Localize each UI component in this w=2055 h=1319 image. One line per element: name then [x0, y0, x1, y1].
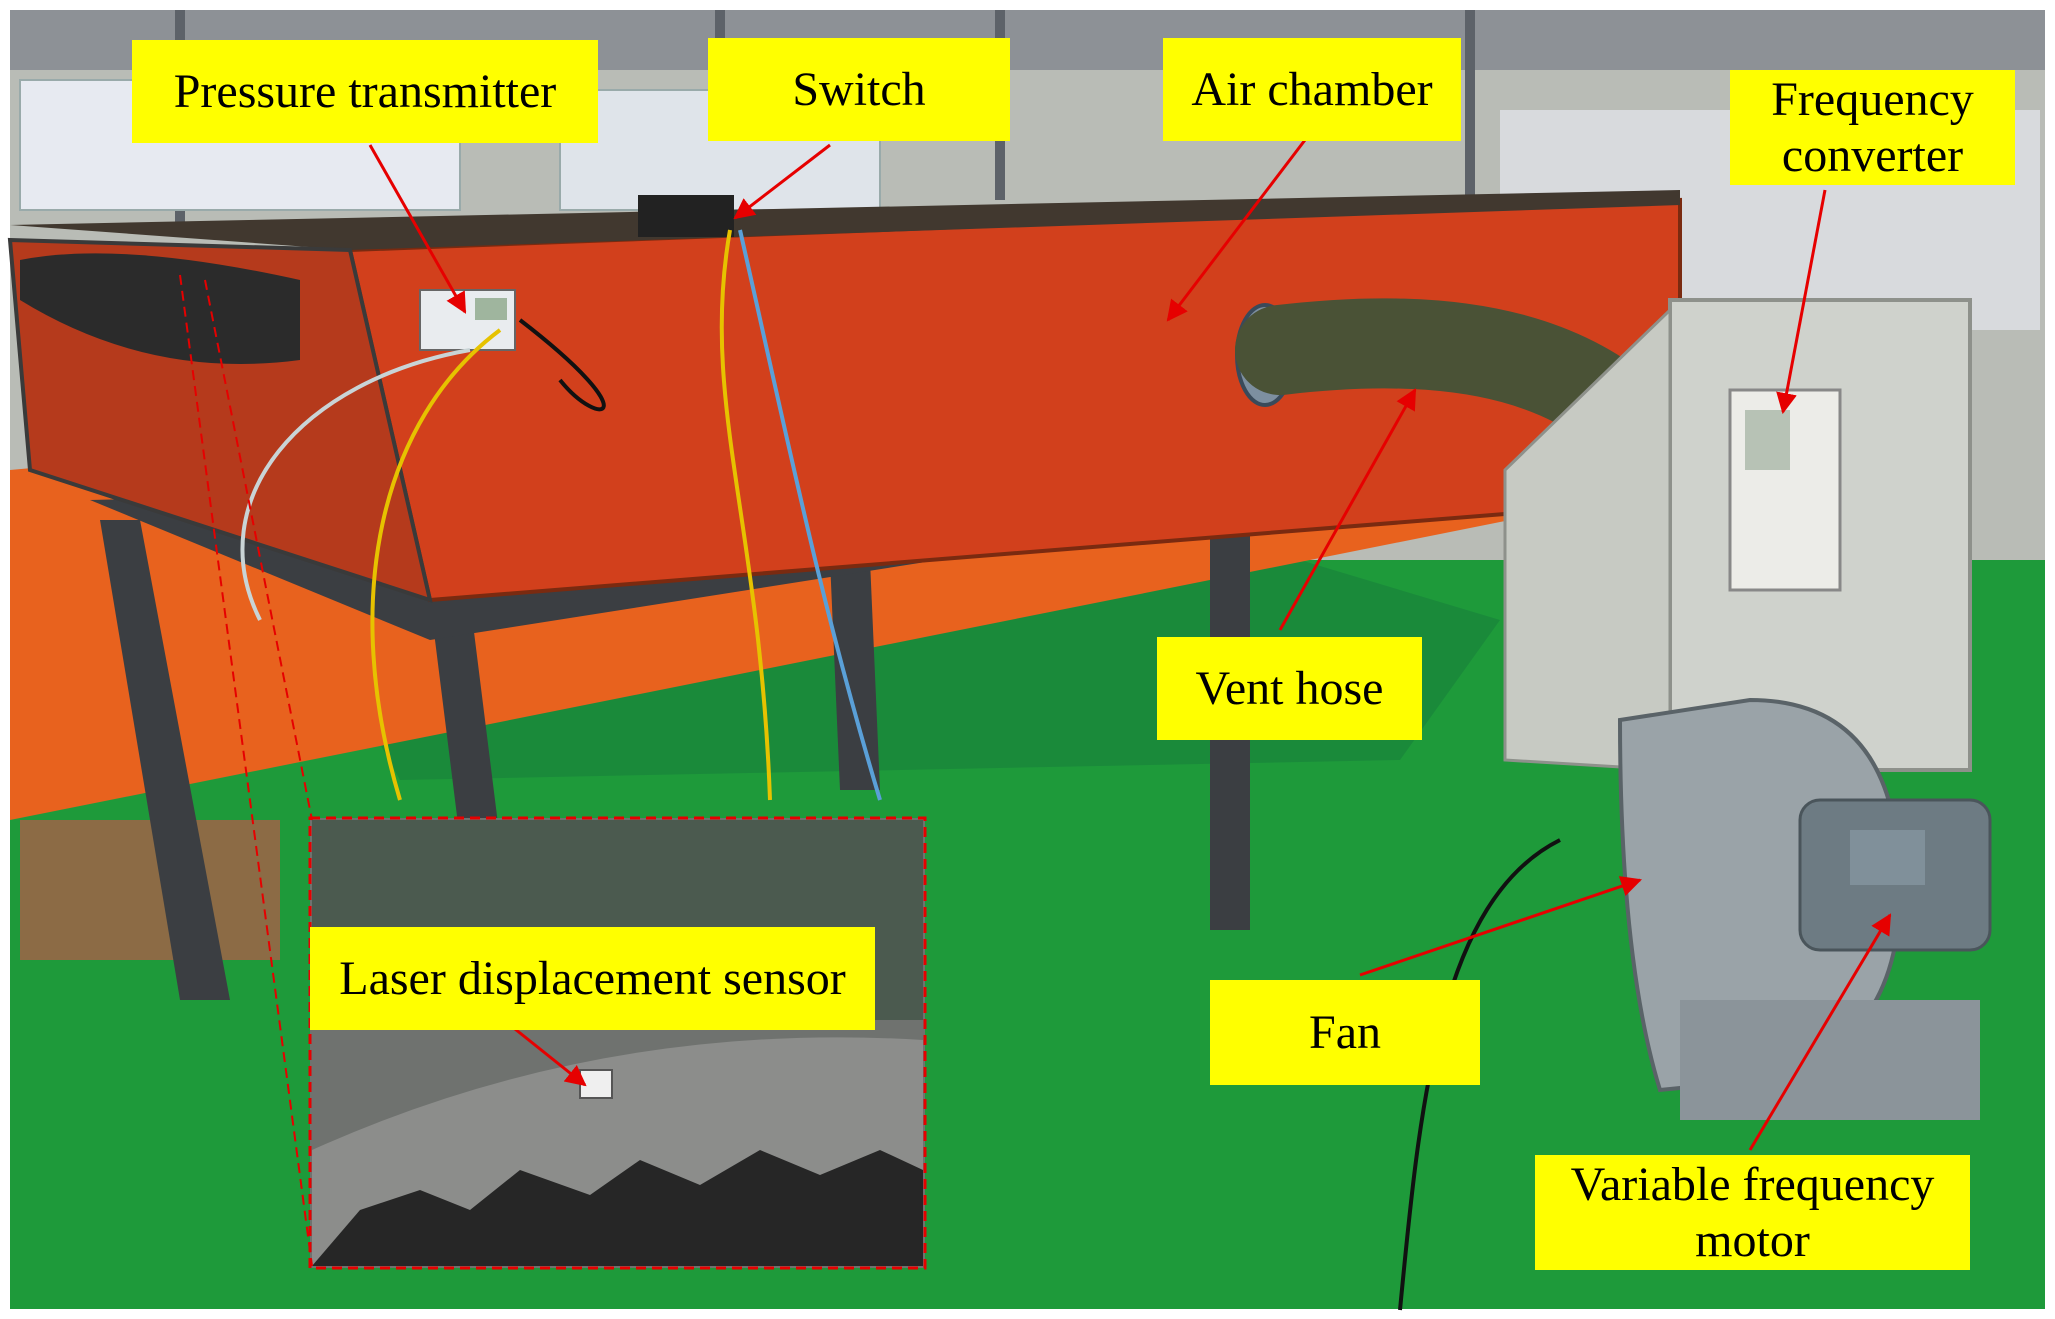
air-chamber-top [10, 190, 1680, 250]
arrow-laser-sensor [509, 1023, 587, 1087]
switch-device [638, 195, 734, 237]
converter-display [1745, 410, 1790, 470]
label-fan: Fan [1210, 980, 1480, 1085]
label-variable-frequency-motor: Variable frequency motor [1535, 1155, 1970, 1270]
arrow-switch [733, 143, 831, 220]
inset-coal-pile [312, 1150, 923, 1266]
arrow-vent-hose [1278, 388, 1417, 631]
arrow-air-chamber [1166, 139, 1307, 322]
pressure-display [475, 298, 507, 320]
arrow-frequency-converter [1776, 189, 1827, 415]
motor-terminal-box [1850, 830, 1925, 885]
wires [240, 229, 1561, 1311]
annotation-arrows [368, 139, 1892, 1151]
arrow-motor [1748, 913, 1892, 1151]
inset-guide-line-right [204, 279, 313, 821]
arrow-fan [1359, 876, 1642, 977]
label-air-chamber: Air chamber [1163, 38, 1461, 141]
inset-guide-line-left [179, 274, 313, 1267]
arrow-pressure-transmitter [368, 144, 467, 314]
chamber-dark-membrane [20, 253, 300, 364]
label-vent-hose: Vent hose [1157, 637, 1422, 740]
label-pressure-transmitter: Pressure transmitter [132, 40, 598, 143]
label-frequency-converter: Frequency converter [1730, 70, 2015, 185]
label-laser-displacement-sensor: Laser displacement sensor [310, 927, 875, 1030]
floor-timber [20, 820, 280, 960]
fan-stand [1680, 1000, 1980, 1120]
label-switch: Switch [708, 38, 1010, 141]
